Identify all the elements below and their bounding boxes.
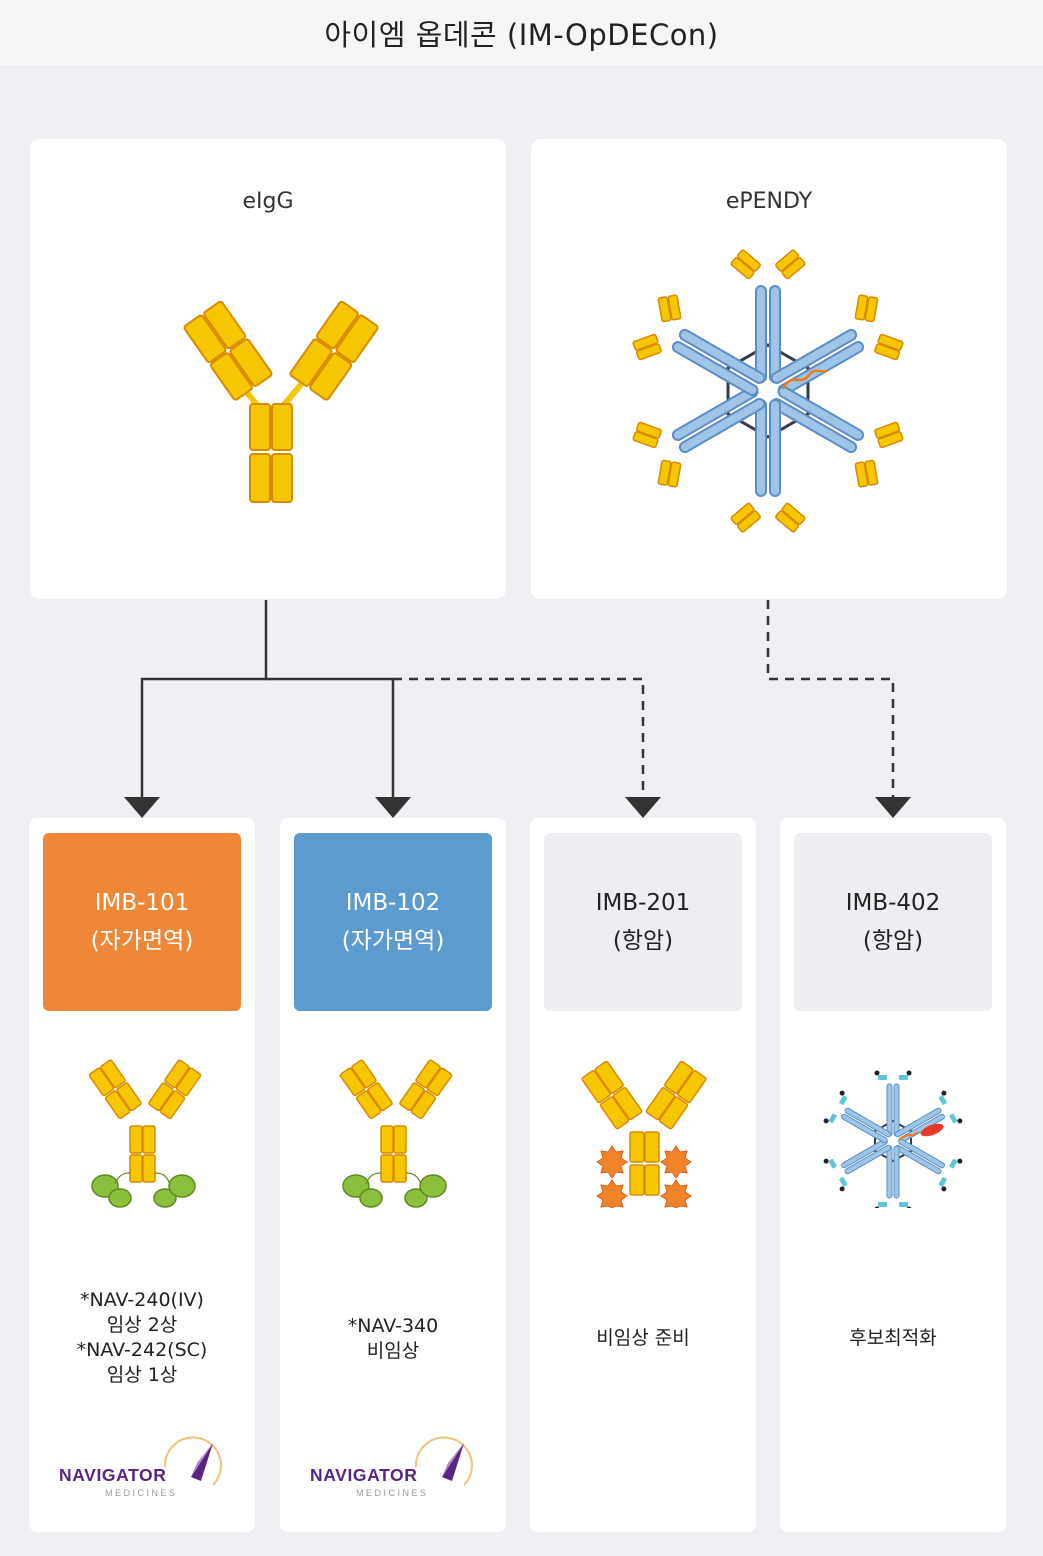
navigator-compass-icon: [163, 1436, 222, 1486]
platform-label: ePENDY: [725, 189, 813, 214]
candidate-indication: (자가면역): [341, 928, 445, 954]
candidate-name: IMB-201: [595, 890, 691, 916]
antibody-with-payload-icon: [88, 1059, 202, 1208]
candidate-header: IMB-402 (항암): [794, 833, 992, 1011]
antibody-drug-conjugate-icon: [581, 1060, 707, 1208]
candidate-card-imb-201: IMB-201 (항암) 비임상 준비: [530, 818, 756, 1532]
page-title: 아이엠 옵데콘 (IM-OpDECon): [324, 18, 719, 52]
candidate-status: 후보최적화: [849, 1327, 937, 1349]
candidate-header: IMB-101 (자가면역): [43, 833, 241, 1011]
candidate-indication: (자가면역): [90, 928, 194, 954]
partner-subname: MEDICINES: [356, 1488, 429, 1498]
platform-label: eIgG: [242, 189, 294, 214]
pendy-conjugate-icon: [822, 1070, 964, 1208]
candidate-status: *NAV-340 비임상: [347, 1315, 439, 1362]
eigg-antibody-icon: [183, 300, 379, 503]
candidate-card-imb-101: IMB-101 (자가면역) *NAV-240(IV) 임상 2상 *NAV-2…: [29, 818, 255, 1532]
candidate-name: IMB-102: [345, 890, 441, 916]
navigator-compass-icon: [414, 1436, 473, 1486]
partner-name: NAVIGATOR: [59, 1465, 167, 1485]
candidate-indication: (항암): [862, 928, 924, 954]
navigator-medicines-logo: NAVIGATOR MEDICINES: [308, 1433, 483, 1503]
ependy-molecule-icon: [625, 249, 911, 534]
candidate-status: *NAV-240(IV) 임상 2상 *NAV-242(SC) 임상 1상: [76, 1289, 208, 1386]
title-bar: 아이엠 옵데콘 (IM-OpDECon): [0, 0, 1043, 67]
platform-card-eigg: eIgG: [30, 139, 506, 599]
navigator-medicines-logo: NAVIGATOR MEDICINES: [57, 1433, 232, 1503]
candidate-name: IMB-402: [845, 890, 941, 916]
partner-name: NAVIGATOR: [310, 1465, 418, 1485]
partner-subname: MEDICINES: [105, 1488, 178, 1498]
platform-card-ependy: ePENDY: [531, 139, 1007, 599]
antibody-with-payload-icon: [339, 1059, 453, 1208]
candidate-card-imb-402: IMB-402 (항암) 후보최적화: [780, 818, 1006, 1532]
candidate-indication: (항암): [612, 928, 674, 954]
candidate-status: 비임상 준비: [596, 1327, 690, 1349]
candidate-name: IMB-101: [94, 890, 190, 916]
candidate-card-imb-102: IMB-102 (자가면역) *NAV-340 비임상: [280, 818, 506, 1532]
candidate-header: IMB-201 (항암): [544, 833, 742, 1011]
candidate-header: IMB-102 (자가면역): [294, 833, 492, 1011]
